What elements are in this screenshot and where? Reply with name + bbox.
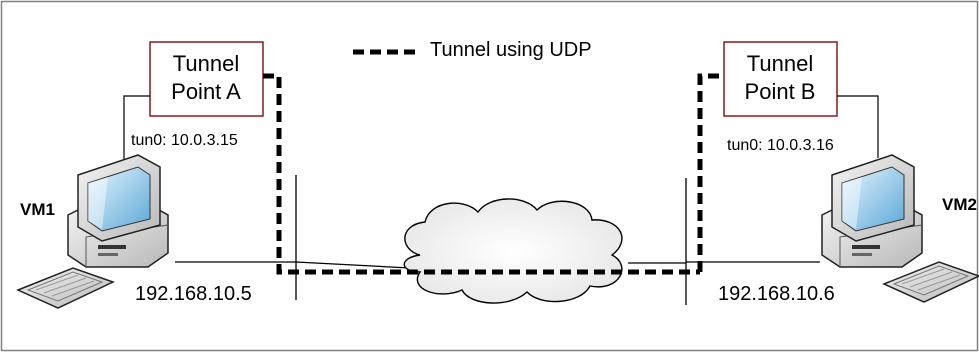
tunnel-point-b-line1: Tunnel (747, 51, 813, 76)
vm2-name: VM2 (942, 195, 977, 214)
tun0-label-a: tun0: 10.0.3.15 (131, 132, 238, 149)
legend-label: Tunnel using UDP (430, 39, 592, 61)
tunnel-point-a: Tunnel Point A (149, 41, 264, 117)
vm1-name: VM1 (20, 200, 55, 219)
tunnel-point-a-box (149, 41, 264, 117)
legend: Tunnel using UDP (353, 39, 592, 61)
box-a-connector (123, 95, 150, 160)
box-b-connector (837, 95, 879, 158)
link-switch-a-cloud (295, 261, 411, 269)
tunnel-point-b: Tunnel Point B (723, 41, 838, 117)
tunnel-point-b-box (723, 41, 838, 117)
vm2-ip: 192.168.10.6 (718, 283, 835, 305)
udp-tunnel-path (263, 73, 724, 275)
tunnel-point-b-line2: Point B (745, 79, 816, 104)
tunnel-point-a-line1: Tunnel (173, 51, 239, 76)
tunnel-point-a-line2: Point A (171, 79, 241, 104)
cloud-icon (403, 198, 623, 304)
vm1-ip: 192.168.10.5 (135, 283, 252, 305)
tun0-label-b: tun0: 10.0.3.16 (727, 137, 834, 154)
